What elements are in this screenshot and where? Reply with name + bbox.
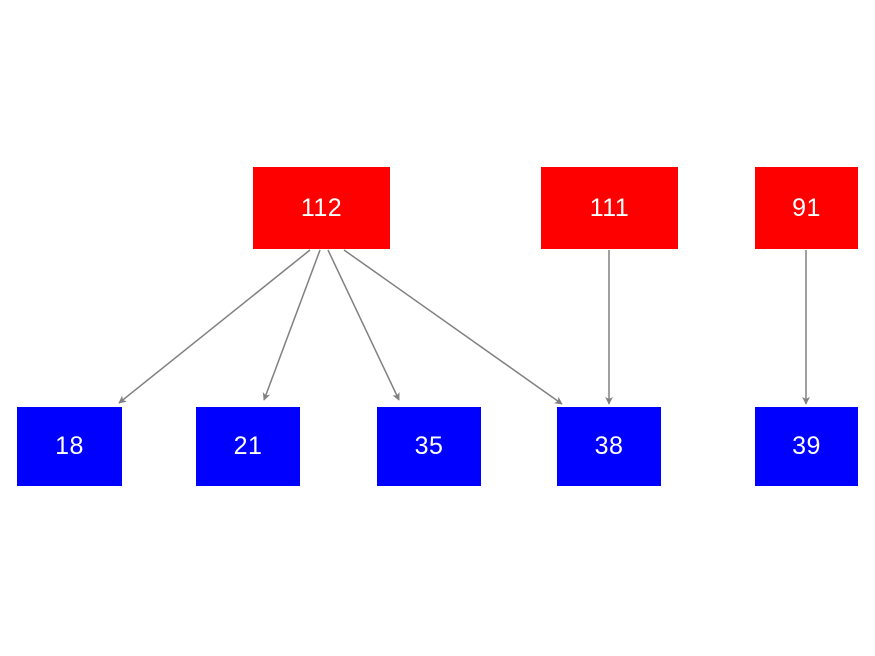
graph-node-111[interactable]: 111 (541, 167, 678, 249)
graph-edge-112-to-21 (262, 249, 321, 401)
node-label: 18 (55, 432, 84, 460)
graph-node-21[interactable]: 21 (196, 407, 300, 486)
node-label: 38 (594, 432, 624, 460)
node-label: 112 (300, 193, 343, 222)
graph-node-18[interactable]: 18 (17, 407, 122, 486)
node-label: 111 (589, 193, 630, 222)
graph-node-38[interactable]: 38 (557, 407, 661, 486)
node-label: 21 (233, 432, 263, 460)
graph-node-91[interactable]: 91 (755, 167, 858, 249)
graph-edge-112-to-18 (118, 249, 311, 404)
graph-node-112[interactable]: 112 (253, 167, 390, 249)
graph-edge-112-to-35 (327, 249, 400, 401)
node-label: 91 (792, 193, 821, 222)
graph-node-39[interactable]: 39 (755, 407, 858, 486)
graph-edge-112-to-38 (343, 249, 563, 405)
graph-node-35[interactable]: 35 (377, 407, 481, 486)
graph-edges (118, 249, 810, 405)
node-label: 39 (792, 432, 821, 460)
node-label: 35 (414, 432, 444, 460)
